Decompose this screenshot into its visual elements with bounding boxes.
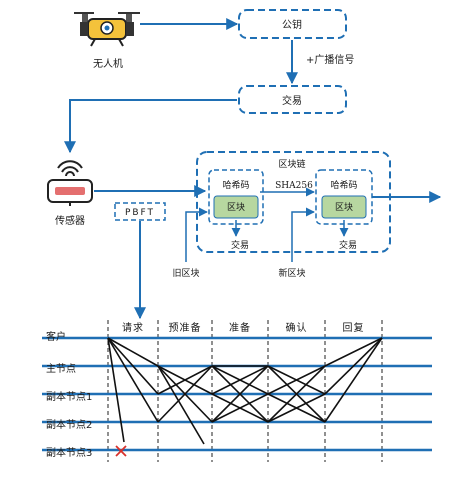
node-label: 副本节点2 <box>46 418 92 431</box>
phase-label: 回复 <box>343 321 365 334</box>
node-label: 主节点 <box>46 363 76 375</box>
block1-cell <box>213 195 259 219</box>
blockchain-container <box>196 151 391 253</box>
drone-label: 无人机 <box>93 57 123 70</box>
block1-label: 区块 <box>227 201 245 213</box>
node-label: 副本节点3 <box>46 446 92 459</box>
node-label: 副本节点1 <box>46 390 92 403</box>
sensor-icon <box>47 160 93 206</box>
transaction-to-sensor-arrow <box>64 99 237 154</box>
pbft-label: PBFT <box>125 208 155 218</box>
transaction-box <box>238 85 347 114</box>
node-label: 客户 <box>46 330 66 343</box>
phase-label: 准备 <box>229 321 251 334</box>
block2-hash-label: 哈希码 <box>330 179 357 191</box>
block1-hash-label: 哈希码 <box>222 179 249 191</box>
pre-prepare-message <box>157 365 205 445</box>
public-key-box <box>238 9 347 39</box>
pre-prepare-message <box>157 365 213 395</box>
old-block-label: 旧区块 <box>172 267 199 279</box>
public-key-label: 公钥 <box>282 18 302 31</box>
block2-cell <box>321 195 367 219</box>
commit-message <box>267 365 326 423</box>
commit-message <box>267 393 326 423</box>
request-message <box>107 337 159 395</box>
prepare-message <box>211 365 269 423</box>
pre-prepare-message <box>157 365 213 423</box>
request-message <box>107 337 159 423</box>
reply-message <box>324 337 383 423</box>
new-block-label: 新区块 <box>278 267 305 279</box>
block2-tx-label: 交易 <box>339 239 357 251</box>
transaction-label: 交易 <box>282 94 302 107</box>
prepare-message <box>211 365 269 395</box>
phase-label: 请求 <box>122 321 144 334</box>
pbft-box <box>114 202 166 221</box>
new-block-arrow <box>291 207 315 262</box>
commit-message <box>267 365 326 395</box>
broadcast-label: +广播信号 <box>306 53 354 66</box>
blockchain-title: 区块链 <box>278 158 305 170</box>
phase-label: 预准备 <box>169 321 202 334</box>
faulty-node-x-icon <box>115 445 127 457</box>
block2-label: 区块 <box>335 201 353 213</box>
reply-message <box>324 337 383 367</box>
block1-tx-label: 交易 <box>231 239 249 251</box>
reply-message <box>324 337 383 395</box>
request-message <box>107 337 125 443</box>
block1-frame <box>208 169 264 225</box>
prepare-message <box>211 393 269 423</box>
old-block-arrow <box>185 207 208 262</box>
sensor-label: 传感器 <box>55 214 85 227</box>
drone-icon <box>74 12 140 47</box>
phase-label: 确认 <box>286 321 308 334</box>
request-message <box>107 337 159 367</box>
sha-label: SHA256 <box>275 181 313 191</box>
